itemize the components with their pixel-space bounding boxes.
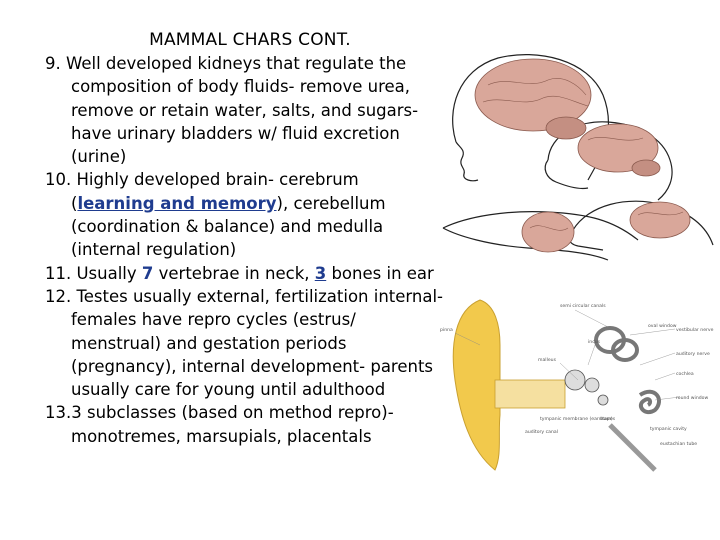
label-cochlea: cochlea — [676, 371, 694, 377]
label-tympanic-cavity: tympanic cavity — [650, 426, 687, 432]
list-item-13: 13.3 subclasses (based on method repro)-… — [45, 401, 445, 448]
list-item-9: 9. Well developed kidneys that regulate … — [45, 52, 445, 168]
item-10-text-a: 10. Highly developed brain- cerebrum ( — [45, 170, 359, 213]
label-round-window: round window — [676, 395, 708, 401]
label-eustachian-tube: eustachian tube — [660, 441, 697, 447]
item-12-text: 12. Testes usually external, fertilizati… — [45, 286, 444, 400]
emphasis-learning-memory: learning and memory — [77, 193, 277, 213]
emphasis-seven: 7 — [141, 263, 154, 283]
item-13-text: 13.3 subclasses (based on method repro)-… — [45, 403, 394, 446]
ear-anatomy-diagram: semi circular canals oval window pinna m… — [440, 299, 714, 472]
label-pinna: pinna — [440, 327, 453, 333]
label-incus: incus — [588, 339, 601, 345]
list-item-12: 12. Testes usually external, fertilizati… — [45, 285, 445, 401]
characteristics-list: 9. Well developed kidneys that regulate … — [45, 52, 445, 448]
label-auditory-canal: auditory canal — [525, 429, 558, 435]
item-9-text: 9. Well developed kidneys that regulate … — [45, 54, 419, 167]
label-auditory-nerve: auditory nerve — [676, 351, 710, 357]
label-malleus: malleus — [538, 357, 557, 363]
label-stapes: stapes — [600, 416, 616, 422]
label-oval-window: oval window — [648, 323, 677, 329]
list-item-10: 10. Highly developed brain- cerebrum (le… — [45, 168, 445, 261]
mammal-brains-illustration — [442, 54, 714, 261]
label-tympanic-membrane: tympanic membrane (eardrum) — [540, 416, 613, 422]
slide-title: MAMMAL CHARS CONT. — [149, 30, 351, 50]
label-vestibular-nerve: vestibular nerve — [676, 327, 714, 333]
item-11-text-c: bones in ear — [326, 263, 434, 283]
item-11-text-b: vertebrae in neck, — [153, 263, 315, 283]
emphasis-three: 3 — [314, 263, 327, 283]
list-item-11: 11. Usually 7 vertebrae in neck, 3 bones… — [45, 262, 445, 285]
label-semicircular-canals: semi circular canals — [560, 303, 606, 309]
item-11-text-a: 11. Usually — [45, 263, 142, 283]
item-10-text-b: ), cerebellum (coordination & balance) a… — [71, 193, 386, 260]
